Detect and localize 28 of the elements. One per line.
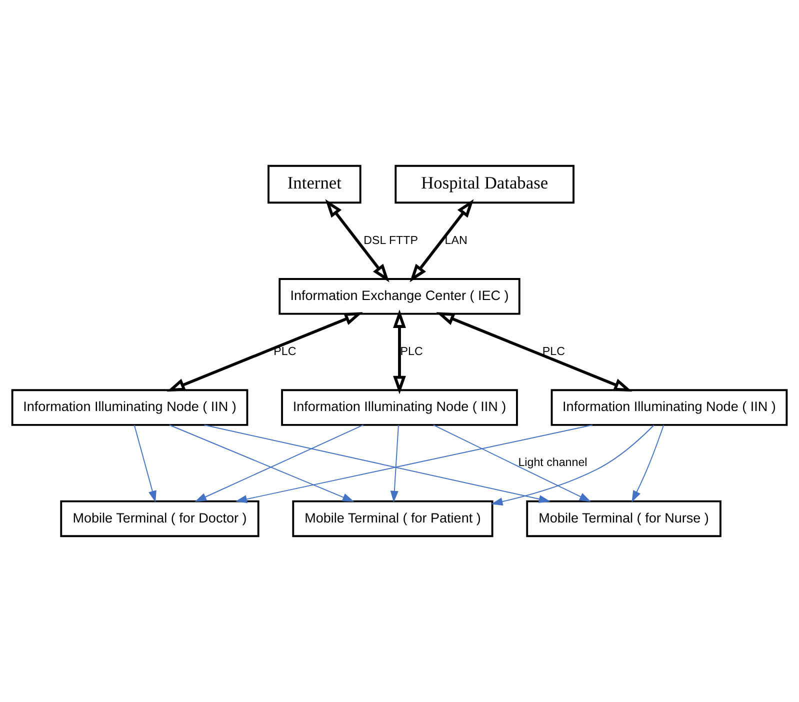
edge-label: PLC bbox=[542, 344, 565, 358]
edge-label: PLC bbox=[400, 344, 423, 358]
node-box: Mobile Terminal ( for Doctor ) bbox=[60, 500, 260, 538]
arrow bbox=[166, 312, 363, 392]
arrow bbox=[168, 424, 354, 502]
arrow bbox=[194, 424, 364, 502]
arrow bbox=[235, 424, 593, 504]
node-box: Mobile Terminal ( for Nurse ) bbox=[526, 500, 722, 538]
arrow bbox=[325, 199, 390, 282]
edge-label: Light channel bbox=[518, 456, 588, 470]
node-box: Information Illuminating Node ( IIN ) bbox=[281, 389, 518, 426]
arrow bbox=[491, 424, 654, 506]
node-box: Information Exchange Center ( IEC ) bbox=[278, 278, 520, 315]
arrow bbox=[134, 424, 156, 502]
arrow bbox=[390, 424, 399, 502]
arrow bbox=[632, 424, 664, 502]
node-box: Hospital Database bbox=[394, 164, 574, 204]
node-box: Information Illuminating Node ( IIN ) bbox=[11, 389, 248, 426]
node-box: Mobile Terminal ( for Patient ) bbox=[292, 500, 494, 538]
edge-label: LAN bbox=[444, 234, 468, 247]
edge-label: DSL FTTP bbox=[364, 234, 418, 247]
arrow bbox=[393, 310, 406, 394]
arrow bbox=[410, 199, 474, 282]
node-box: Internet bbox=[268, 164, 362, 204]
arrow bbox=[436, 312, 632, 392]
arrow bbox=[432, 424, 591, 502]
node-box: Information Illuminating Node ( IIN ) bbox=[550, 389, 788, 426]
arrow bbox=[204, 424, 551, 504]
